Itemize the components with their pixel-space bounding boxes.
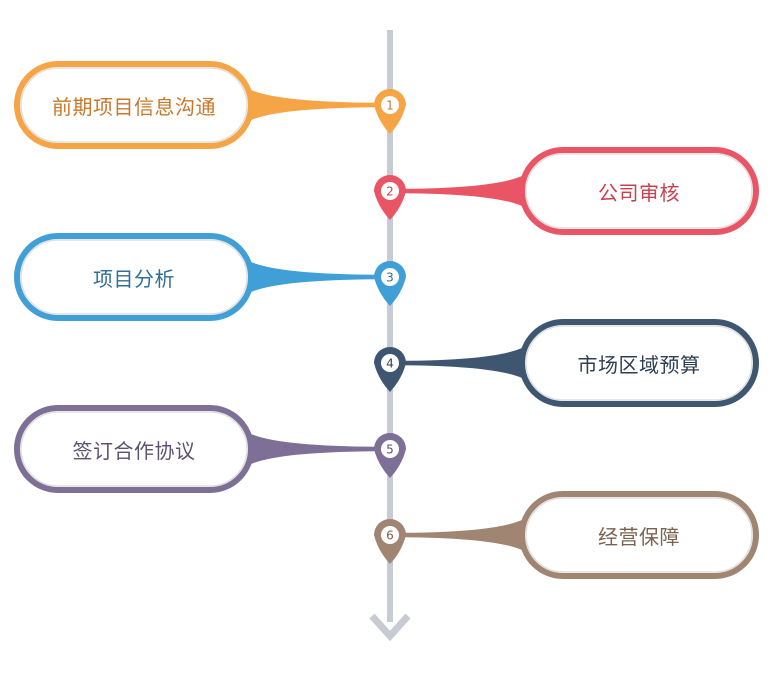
- step-label: 项目分析: [93, 266, 175, 291]
- step-box-outline: [14, 233, 254, 321]
- step-box-outline: [14, 405, 254, 493]
- step-box-inner-rim: [525, 325, 753, 401]
- timeline-step-3: 3: [14, 233, 406, 321]
- timeline-step-6: 6: [374, 491, 759, 579]
- step-connector: [404, 519, 524, 551]
- step-number: 6: [386, 529, 394, 543]
- step-label: 公司审核: [598, 180, 680, 205]
- step-number: 5: [386, 443, 394, 457]
- step-connector: [249, 261, 376, 293]
- step-marker-center: [381, 440, 399, 458]
- timeline-step-5: 5: [14, 405, 406, 493]
- step-marker-center: [381, 182, 399, 200]
- step-marker-center: [381, 96, 399, 114]
- step-box-inner-rim: [525, 497, 753, 573]
- timeline-step-4: 4: [374, 319, 759, 407]
- step-marker-center: [381, 526, 399, 544]
- step-number: 4: [386, 357, 394, 371]
- step-box-inner-rim: [20, 239, 248, 315]
- step-connector: [249, 89, 376, 121]
- axis-arrow-icon: [369, 613, 411, 642]
- step-connector: [404, 347, 524, 379]
- step-number: 3: [386, 271, 394, 285]
- step-label: 市场区域预算: [577, 352, 701, 377]
- timeline-step-1: 1: [14, 61, 406, 149]
- step-connector: [249, 433, 376, 465]
- step-number: 1: [386, 99, 394, 113]
- step-label: 签订合作协议: [72, 438, 196, 463]
- step-box-inner-rim: [525, 153, 753, 229]
- timeline-step-2: 2: [374, 147, 759, 235]
- step-box-inner-rim: [20, 67, 248, 143]
- step-box-outline: [519, 319, 759, 407]
- step-number: 2: [386, 185, 394, 199]
- step-connector: [404, 175, 524, 207]
- step-label: 经营保障: [598, 524, 680, 549]
- step-box-inner-rim: [20, 411, 248, 487]
- step-marker-center: [381, 354, 399, 372]
- step-box-outline: [519, 147, 759, 235]
- step-box-outline: [14, 61, 254, 149]
- step-box-outline: [519, 491, 759, 579]
- step-marker-center: [381, 268, 399, 286]
- step-label: 前期项目信息沟通: [52, 94, 216, 119]
